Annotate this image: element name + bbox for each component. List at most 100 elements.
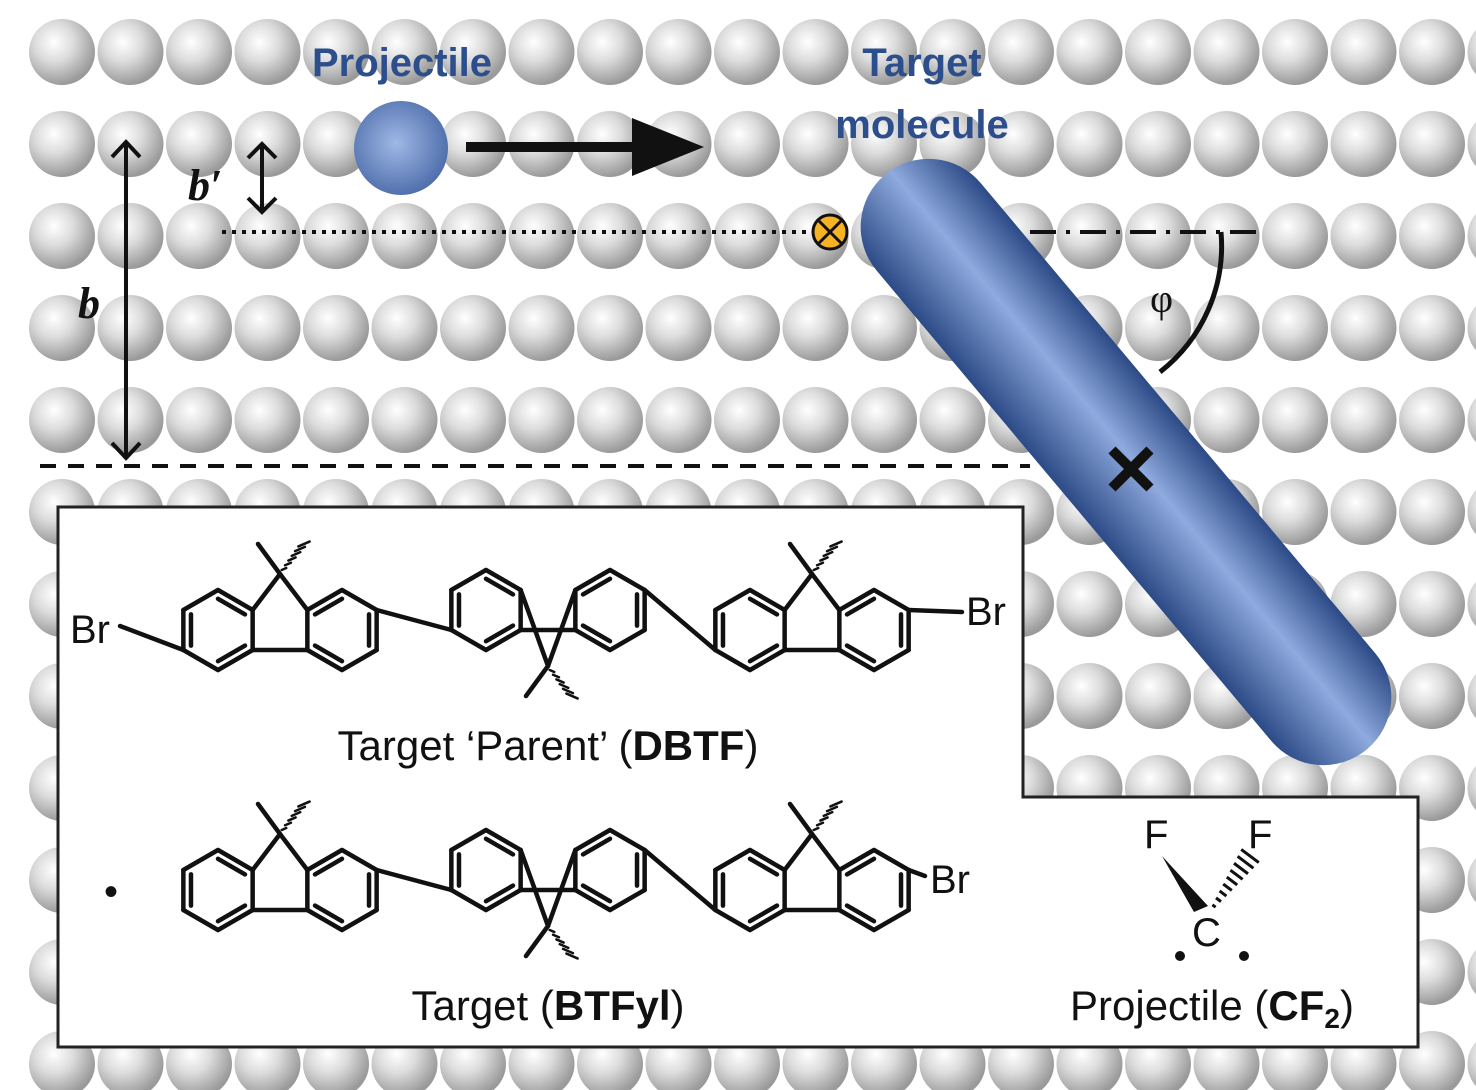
bond (812, 566, 820, 572)
surface-atom (508, 295, 575, 361)
bond (747, 907, 787, 933)
btfyl-caption: Target (BTFyl) (411, 982, 684, 1029)
bond (825, 805, 839, 813)
surface-atom (851, 19, 917, 85)
bond (819, 816, 829, 822)
center-of-mass-marker (1108, 446, 1154, 492)
bond (747, 903, 780, 924)
surface-atom (371, 19, 438, 85)
bond (837, 587, 877, 613)
surface-atom (1467, 857, 1476, 903)
bond (283, 561, 293, 567)
surface-atom (1467, 305, 1476, 351)
bond (483, 627, 523, 653)
surface-atom (1193, 295, 1260, 361)
surface-atom (577, 203, 643, 269)
bond (250, 831, 283, 873)
bond (312, 903, 345, 924)
bond (277, 831, 310, 873)
surface-atom (1399, 295, 1465, 361)
bond (449, 627, 489, 653)
cf2-hash-bond (1211, 848, 1260, 909)
surface-atom (782, 295, 849, 361)
surface-atom (1056, 203, 1123, 269)
bond (215, 847, 255, 873)
hash-stroke (1215, 896, 1222, 903)
bond (573, 887, 613, 913)
surface-atom (851, 111, 917, 177)
bond (215, 903, 248, 924)
btfyl-radical-dot: • (104, 870, 118, 914)
cf2-lone-electron-left (1175, 951, 1185, 961)
bond (713, 587, 753, 613)
bond (607, 567, 647, 593)
projectile-sphere (354, 101, 448, 195)
dbtf-structure: Br Br (70, 540, 1006, 700)
bond (312, 596, 345, 617)
bond (573, 827, 613, 853)
surface-atom (1262, 479, 1328, 545)
surface-atom (782, 19, 849, 85)
bond (837, 647, 877, 673)
surface-atom (714, 387, 780, 453)
bond (215, 643, 248, 664)
surface-atom (782, 387, 849, 453)
surface-atom (988, 111, 1054, 177)
surface-atom (1193, 203, 1260, 269)
surface-atom (577, 295, 643, 361)
hash-stroke (1229, 868, 1244, 881)
surface-atom (1330, 479, 1397, 545)
surface-atom (371, 387, 438, 453)
surface-atom (577, 19, 643, 85)
b-label: b (78, 279, 100, 328)
bond (812, 826, 820, 832)
surface-atom (508, 387, 575, 453)
bond (548, 668, 556, 674)
hash-stroke (1225, 875, 1239, 887)
bond (871, 907, 911, 933)
bond (297, 800, 311, 808)
surface-atom (97, 19, 164, 85)
surface-atom (1125, 203, 1191, 269)
cf2-f-right: F (1248, 813, 1272, 857)
bond (555, 938, 565, 944)
surface-atom (234, 295, 301, 361)
bond (782, 571, 815, 613)
bond (449, 887, 489, 913)
bond (277, 571, 310, 613)
bond (607, 627, 647, 653)
surface-atom (1399, 571, 1465, 637)
surface-atom (1193, 19, 1260, 85)
b-arrow (110, 139, 142, 461)
surface-atom (577, 387, 643, 453)
cf2-wedge-bond (1162, 856, 1208, 912)
bond (305, 907, 345, 933)
surface-atom (97, 295, 164, 361)
surface-atom (1467, 213, 1476, 259)
surface-atom (1399, 203, 1465, 269)
surface-atom (988, 19, 1054, 85)
bond (483, 567, 523, 593)
surface-atom (166, 111, 232, 177)
surface-atom (97, 203, 164, 269)
motion-arrow (466, 118, 704, 176)
cf2-lone-electron-right (1239, 951, 1249, 961)
bond (844, 643, 877, 664)
bond (844, 856, 877, 877)
surface-atom (1330, 295, 1397, 361)
bond (871, 847, 911, 873)
surface-atom (851, 295, 917, 361)
surface-atom (29, 19, 95, 85)
bond (561, 687, 575, 695)
surface-atom (714, 111, 780, 177)
surface-atom (1262, 295, 1328, 361)
bond (607, 827, 647, 853)
b-prime-label: b′ (188, 161, 222, 210)
bond (551, 933, 561, 939)
surface-atom (234, 111, 301, 177)
surface-atom (1056, 571, 1123, 637)
surface-atom (782, 111, 849, 177)
surface-atom (371, 203, 438, 269)
surface-atom (1467, 29, 1476, 75)
surface-atom (1399, 111, 1465, 177)
